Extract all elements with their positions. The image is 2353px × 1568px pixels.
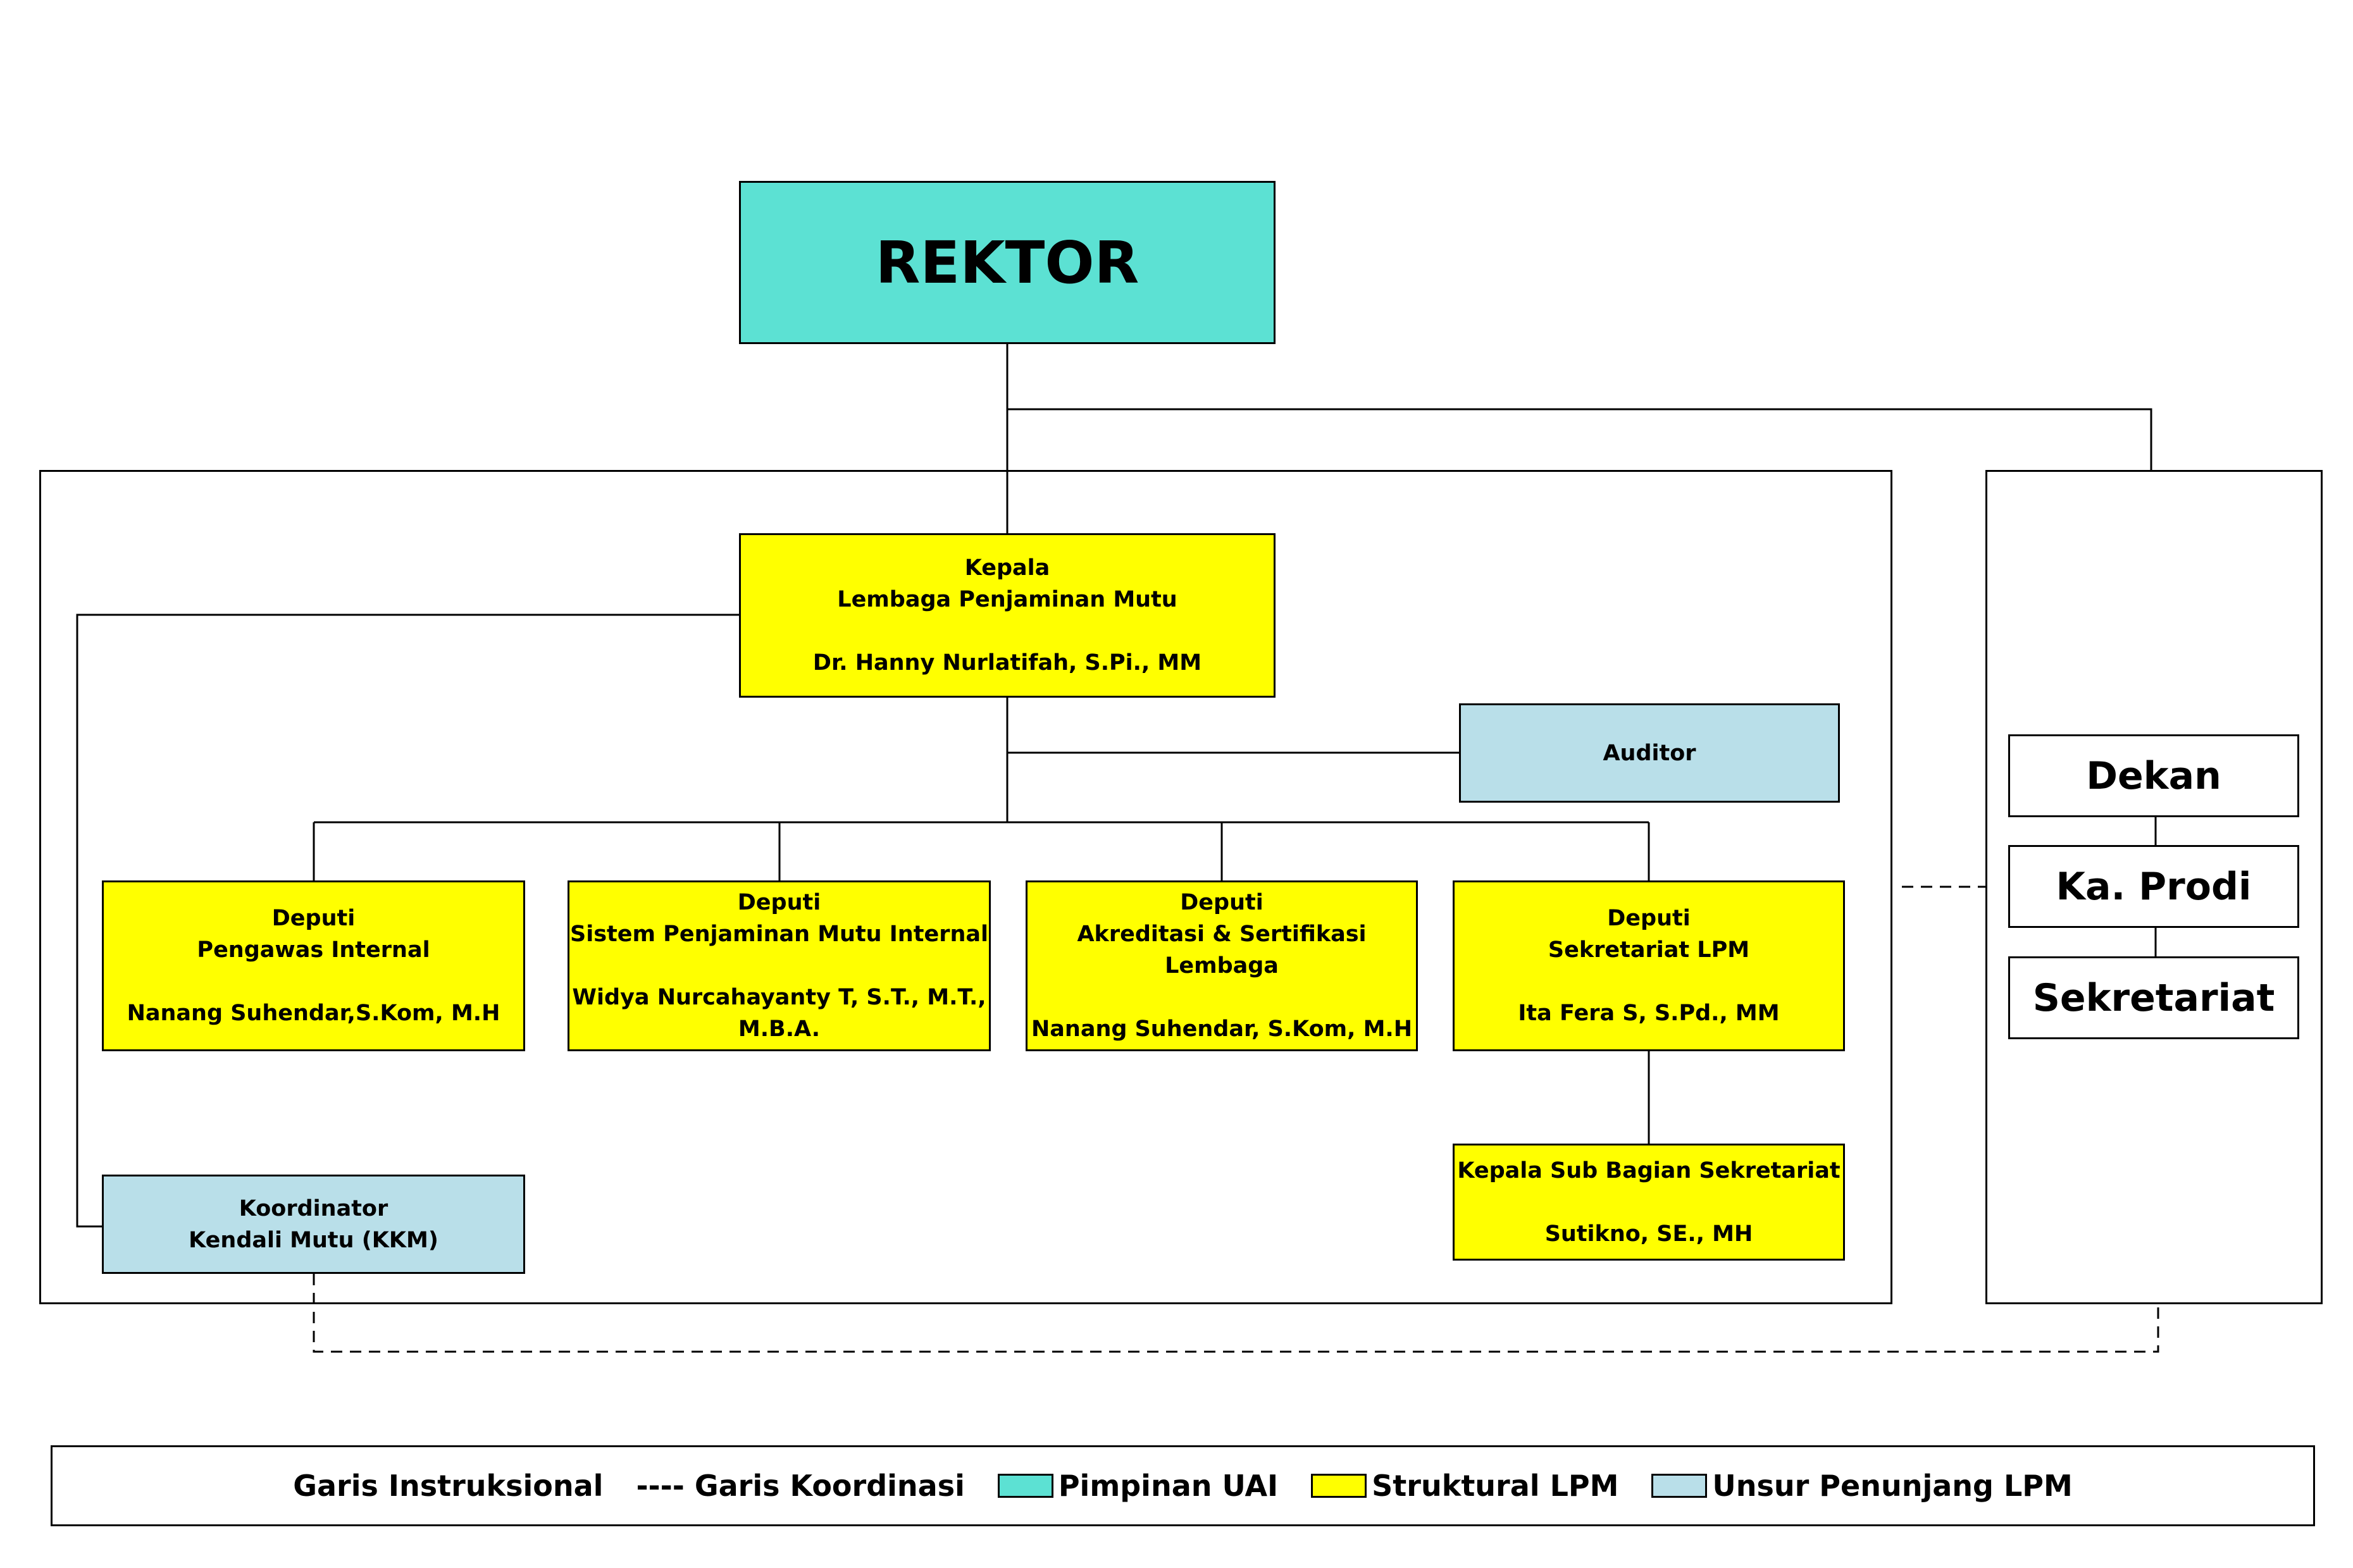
deputi-unit: Akreditasi & Sertifikasi Lembaga [1077,922,1367,978]
kaprodi-label: Ka. Prodi [2056,864,2252,909]
lpm-frame [39,470,1892,1304]
faculty-frame [1985,470,2323,1304]
legend: Garis Instruksional ---- Garis Koordinas… [51,1445,2315,1526]
kepala-name: Dr. Hanny Nurlatifah, S.Pi., MM [812,650,1202,676]
kasubag-title: Kepala Sub Bagian Sekretariat [1457,1157,1841,1183]
sekretariat-label: Sekretariat [2032,975,2275,1020]
dekan-label: Dekan [2086,753,2221,798]
kepala-lpm-box: Kepala Lembaga Penjaminan Mutu Dr. Hanny… [739,533,1276,698]
legend-koordinasi: ---- Garis Koordinasi [636,1469,964,1503]
deputi-title: Deputi [737,890,821,915]
auditor-box: Auditor [1459,703,1840,803]
koordinator-line2: Kendali Mutu (KKM) [189,1227,438,1253]
legend-koordinasi-label: ---- Garis Koordinasi [636,1469,965,1503]
legend-struktural-label: Struktural LPM [1372,1469,1619,1503]
deputi-pengawas-box: Deputi Pengawas Internal Nanang Suhendar… [102,880,525,1051]
deputi-title: Deputi [1180,890,1263,915]
deputi-name: Nanang Suhendar,S.Kom, M.H [127,1001,500,1026]
deputi-akreditasi-box: Deputi Akreditasi & Sertifikasi Lembaga … [1026,880,1418,1051]
legend-pimpinan: Pimpinan UAI [997,1469,1279,1503]
deputi-unit: Sistem Penjaminan Mutu Internal [570,922,988,947]
deputi-title: Deputi [1607,906,1691,931]
rektor-box: REKTOR [739,181,1276,344]
legend-penunjang: Unsur Penunjang LPM [1651,1469,2073,1503]
deputi-sekretariat-box: Deputi Sekretariat LPM Ita Fera S, S.Pd.… [1453,880,1845,1051]
kasubag-box: Kepala Sub Bagian Sekretariat Sutikno, S… [1453,1144,1845,1261]
legend-instruksional-label: Garis Instruksional [293,1469,604,1503]
sekretariat-box: Sekretariat [2008,956,2299,1039]
line-rektor-faculty [1007,408,2152,470]
deputi-name: Ita Fera S, S.Pd., MM [1518,1001,1780,1026]
line-kepala-koordinator [76,614,740,1228]
deputi-spmi-box: Deputi Sistem Penjaminan Mutu Internal W… [568,880,991,1051]
kepala-line2: Lembaga Penjaminan Mutu [837,587,1177,612]
legend-penunjang-label: Unsur Penunjang LPM [1712,1469,2073,1503]
legend-pimpinan-swatch [997,1474,1053,1498]
legend-instruksional: Garis Instruksional [293,1469,603,1503]
kepala-line1: Kepala [964,555,1050,581]
rektor-label: REKTOR [875,228,1139,297]
deputi-name-cont: M.B.A. [738,1016,821,1042]
deputi-title: Deputi [271,906,356,931]
legend-struktural: Struktural LPM [1311,1469,1618,1503]
deputi-name: Widya Nurcahayanty T, S.T., M.T., [572,985,986,1010]
legend-penunjang-swatch [1651,1474,1708,1498]
deputi-unit: Pengawas Internal [197,937,430,963]
kaprodi-box: Ka. Prodi [2008,845,2299,928]
koordinator-box: Koordinator Kendali Mutu (KKM) [102,1175,525,1274]
legend-struktural-swatch [1311,1474,1367,1498]
dekan-box: Dekan [2008,734,2299,817]
deputi-unit: Sekretariat LPM [1548,937,1750,963]
auditor-label: Auditor [1603,740,1696,766]
kasubag-name: Sutikno, SE., MH [1544,1221,1753,1247]
legend-pimpinan-label: Pimpinan UAI [1058,1469,1279,1503]
koordinator-line1: Koordinator [239,1195,388,1221]
deputi-name: Nanang Suhendar, S.Kom, M.H [1031,1016,1412,1042]
dashed-koordinator-faculty [313,1274,2159,1353]
